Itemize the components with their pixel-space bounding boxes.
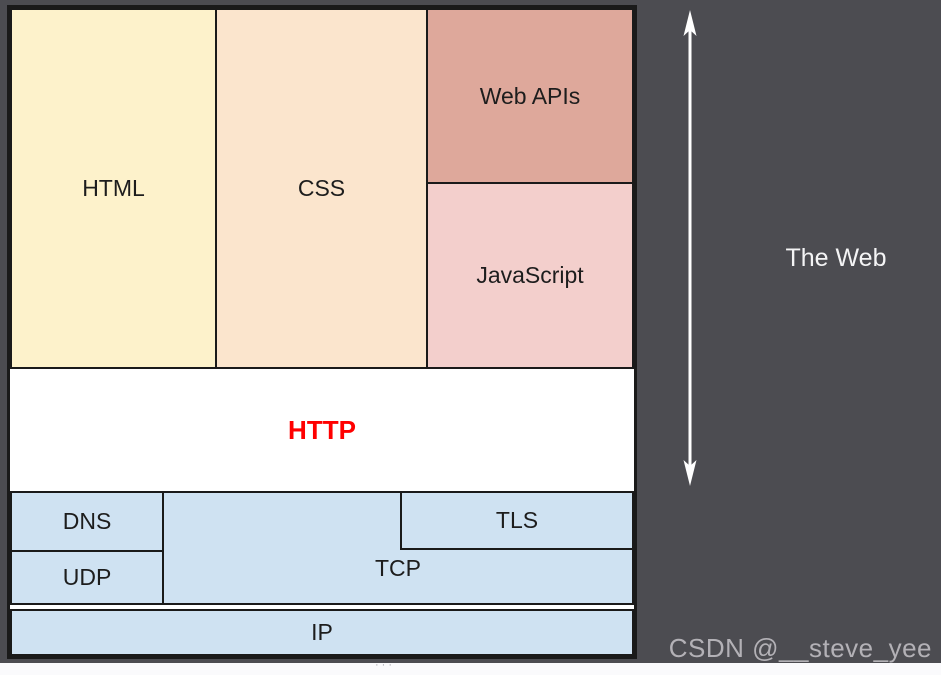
layer-tls: TLS bbox=[400, 491, 634, 550]
layer-css: CSS bbox=[215, 8, 428, 369]
csdn-watermark: CSDN @__steve_yee bbox=[668, 633, 932, 663]
layer-udp: UDP bbox=[10, 550, 164, 605]
the-web-annotation: The Web bbox=[785, 244, 887, 272]
double-headed-vertical-arrow-icon bbox=[683, 10, 697, 486]
bottom-strip: ··· bbox=[0, 659, 941, 675]
layer-javascript: JavaScript bbox=[426, 182, 634, 369]
layer-tls-label: TLS bbox=[495, 507, 539, 533]
layer-udp-label: UDP bbox=[62, 564, 112, 590]
layer-ip-label: IP bbox=[311, 619, 333, 645]
layer-dns-label: DNS bbox=[62, 508, 112, 534]
layer-web-apis: Web APIs bbox=[426, 8, 634, 184]
layer-javascript-label: JavaScript bbox=[476, 262, 584, 288]
ellipsis-dots: ··· bbox=[375, 659, 395, 671]
web-stack-diagram: HTML CSS Web APIs JavaScript HTTP TCP DN… bbox=[7, 5, 637, 659]
layer-html: HTML bbox=[10, 8, 217, 369]
layer-http-label: HTTP bbox=[288, 414, 356, 445]
layer-http: HTTP bbox=[10, 369, 634, 491]
layer-tcp-label: TCP bbox=[375, 555, 421, 581]
layer-html-label: HTML bbox=[82, 175, 145, 201]
layer-css-label: CSS bbox=[297, 175, 346, 201]
layer-dns: DNS bbox=[10, 491, 164, 552]
layer-ip: IP bbox=[10, 609, 634, 656]
layer-web-apis-label: Web APIs bbox=[479, 82, 581, 109]
